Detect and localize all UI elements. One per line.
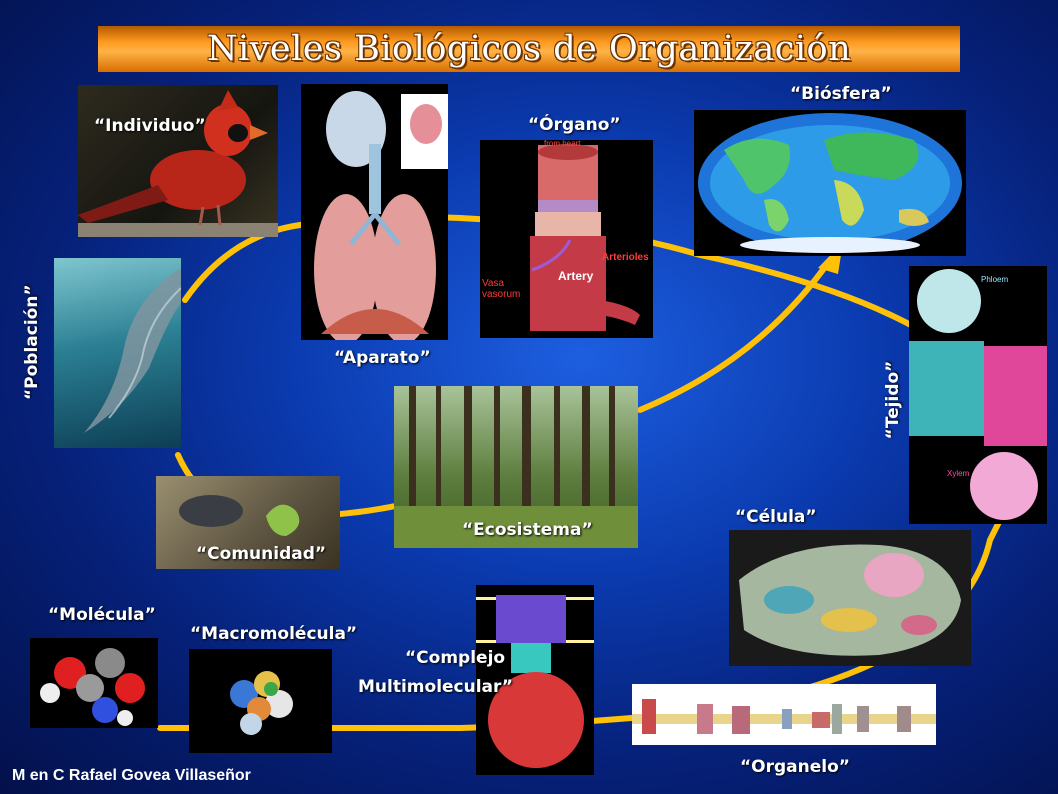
vasorum-label: vasorum bbox=[482, 289, 520, 300]
plant-tissue-image: Phloem Xylem bbox=[909, 266, 1047, 524]
community-image bbox=[156, 476, 340, 569]
label-organo: “Órgano” bbox=[528, 115, 621, 135]
label-molecula: “Molécula” bbox=[48, 605, 156, 625]
artery-label: Artery bbox=[558, 269, 594, 283]
vasa-label: Vasa bbox=[482, 278, 504, 289]
respiratory-system-image bbox=[301, 84, 448, 340]
cardinal-image bbox=[78, 85, 278, 237]
label-celula: “Célula” bbox=[735, 507, 817, 527]
artery-image: from heart Artery Arterioles Vasa vasoru… bbox=[480, 140, 653, 338]
label-complejo-line1: “Complejo bbox=[405, 648, 506, 668]
cell-model-image bbox=[729, 530, 971, 666]
label-macromolecula: “Macromolécula” bbox=[190, 624, 358, 644]
label-aparato: “Aparato” bbox=[334, 348, 431, 368]
label-biosfera: “Biósfera” bbox=[790, 84, 892, 104]
molecule-image bbox=[30, 638, 158, 728]
label-poblacion: “Población” bbox=[22, 284, 42, 400]
macromolecule-image bbox=[189, 649, 332, 753]
label-individuo: “Individuo” bbox=[94, 116, 206, 136]
biosphere-map-image bbox=[694, 110, 966, 256]
title-bar: Niveles Biológicos de Organización bbox=[98, 26, 960, 72]
label-ecosistema: “Ecosistema” bbox=[462, 520, 593, 540]
from-heart-label: from heart bbox=[544, 140, 581, 148]
fish-school-image bbox=[54, 258, 181, 448]
label-comunidad: “Comunidad” bbox=[196, 544, 327, 564]
multimolecular-complex-image bbox=[476, 585, 594, 775]
forest-image bbox=[394, 386, 638, 548]
phloem-label: Phloem bbox=[981, 275, 1008, 284]
xylem-label: Xylem bbox=[947, 469, 970, 478]
label-complejo-line2: Multimolecular” bbox=[358, 677, 513, 697]
label-tejido: “Tejido” bbox=[883, 360, 903, 440]
page-title: Niveles Biológicos de Organización bbox=[206, 29, 852, 69]
organelle-membrane-image bbox=[632, 684, 936, 745]
arterioles-label: Arterioles bbox=[602, 252, 649, 263]
author-credit: M en C Rafael Govea Villaseñor bbox=[12, 767, 251, 784]
label-organelo: “Organelo” bbox=[740, 757, 850, 777]
